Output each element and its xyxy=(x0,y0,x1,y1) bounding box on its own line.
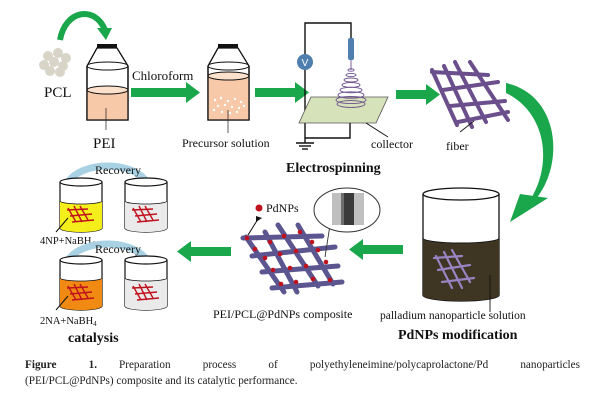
caption-text-1: Preparation process of polyethyleneimine… xyxy=(119,359,580,371)
yellow-beaker-icon xyxy=(55,177,103,233)
pei-label: PEI xyxy=(93,136,116,152)
curved-arrow-icon xyxy=(506,83,554,208)
recovery-arrow-top-icon xyxy=(63,162,152,187)
pcl-pellets-icon xyxy=(39,48,71,77)
arrow-right-icon xyxy=(255,82,309,103)
collector-label: collector xyxy=(371,137,413,151)
clear-beaker-icon xyxy=(124,255,168,311)
pei-bottle-icon xyxy=(86,44,129,130)
recovery-arrow-bottom-icon xyxy=(63,240,152,265)
needle-icon xyxy=(348,38,354,60)
orange-beaker-icon xyxy=(55,255,103,311)
figure-label: Figure 1. xyxy=(25,359,98,371)
fiber-pointer xyxy=(459,120,475,133)
recovery-bottom-label: Recovery xyxy=(95,242,141,256)
curved-arrow-icon xyxy=(57,11,108,41)
caption-line-1: Figure 1. Preparation process of polyethy… xyxy=(25,357,580,373)
caption-line-2: (PEI/PCL@PdNPs) composite and its cataly… xyxy=(25,375,298,387)
composite-mesh-icon xyxy=(240,216,345,295)
arrow-right-icon xyxy=(396,84,440,105)
voltage-label: V xyxy=(302,58,309,69)
fiber-mesh-icon xyxy=(430,60,510,129)
composite-label: PEI/PCL@PdNPs composite xyxy=(213,307,352,321)
figure-caption: Figure 1. Preparation process of polyethy… xyxy=(25,357,580,389)
arrow-head-icon xyxy=(97,28,112,40)
pcl-label: PCL xyxy=(44,85,72,101)
precursor-solution-label: Precursor solution xyxy=(182,136,270,150)
arrow-right-icon xyxy=(131,82,200,103)
catalysis-label: catalysis xyxy=(68,331,119,345)
voltmeter-icon xyxy=(297,54,313,70)
fiber-jet-spiral xyxy=(335,60,367,108)
recovery-top-label: Recovery xyxy=(95,163,141,177)
preparation-process-diagram: PCL PEI Chloroform Precursor xyxy=(39,11,554,345)
palladium-solution-label: palladium nanoparticle solution xyxy=(380,310,526,322)
pd-solution-beaker-icon xyxy=(422,187,500,312)
clear-beaker-icon xyxy=(124,177,168,233)
precursor-bottle-icon xyxy=(207,44,250,133)
arrow-left-icon xyxy=(177,241,231,262)
fiber-label: fiber xyxy=(446,139,469,153)
pdnps-label: PdNPs xyxy=(266,201,299,215)
pdnps-modification-label: PdNPs modification xyxy=(398,328,518,343)
pdnp-dot-icon xyxy=(255,204,263,212)
chloroform-label: Chloroform xyxy=(132,68,193,83)
arrow-left-icon xyxy=(349,239,403,260)
reaction-2na-label: 2NA+NaBH4 xyxy=(40,316,97,328)
electrospinning-label: Electrospinning xyxy=(286,161,381,176)
arrow-head-icon xyxy=(510,194,548,222)
electrospinning-setup: V xyxy=(296,22,389,150)
tem-image-callout xyxy=(313,187,381,258)
